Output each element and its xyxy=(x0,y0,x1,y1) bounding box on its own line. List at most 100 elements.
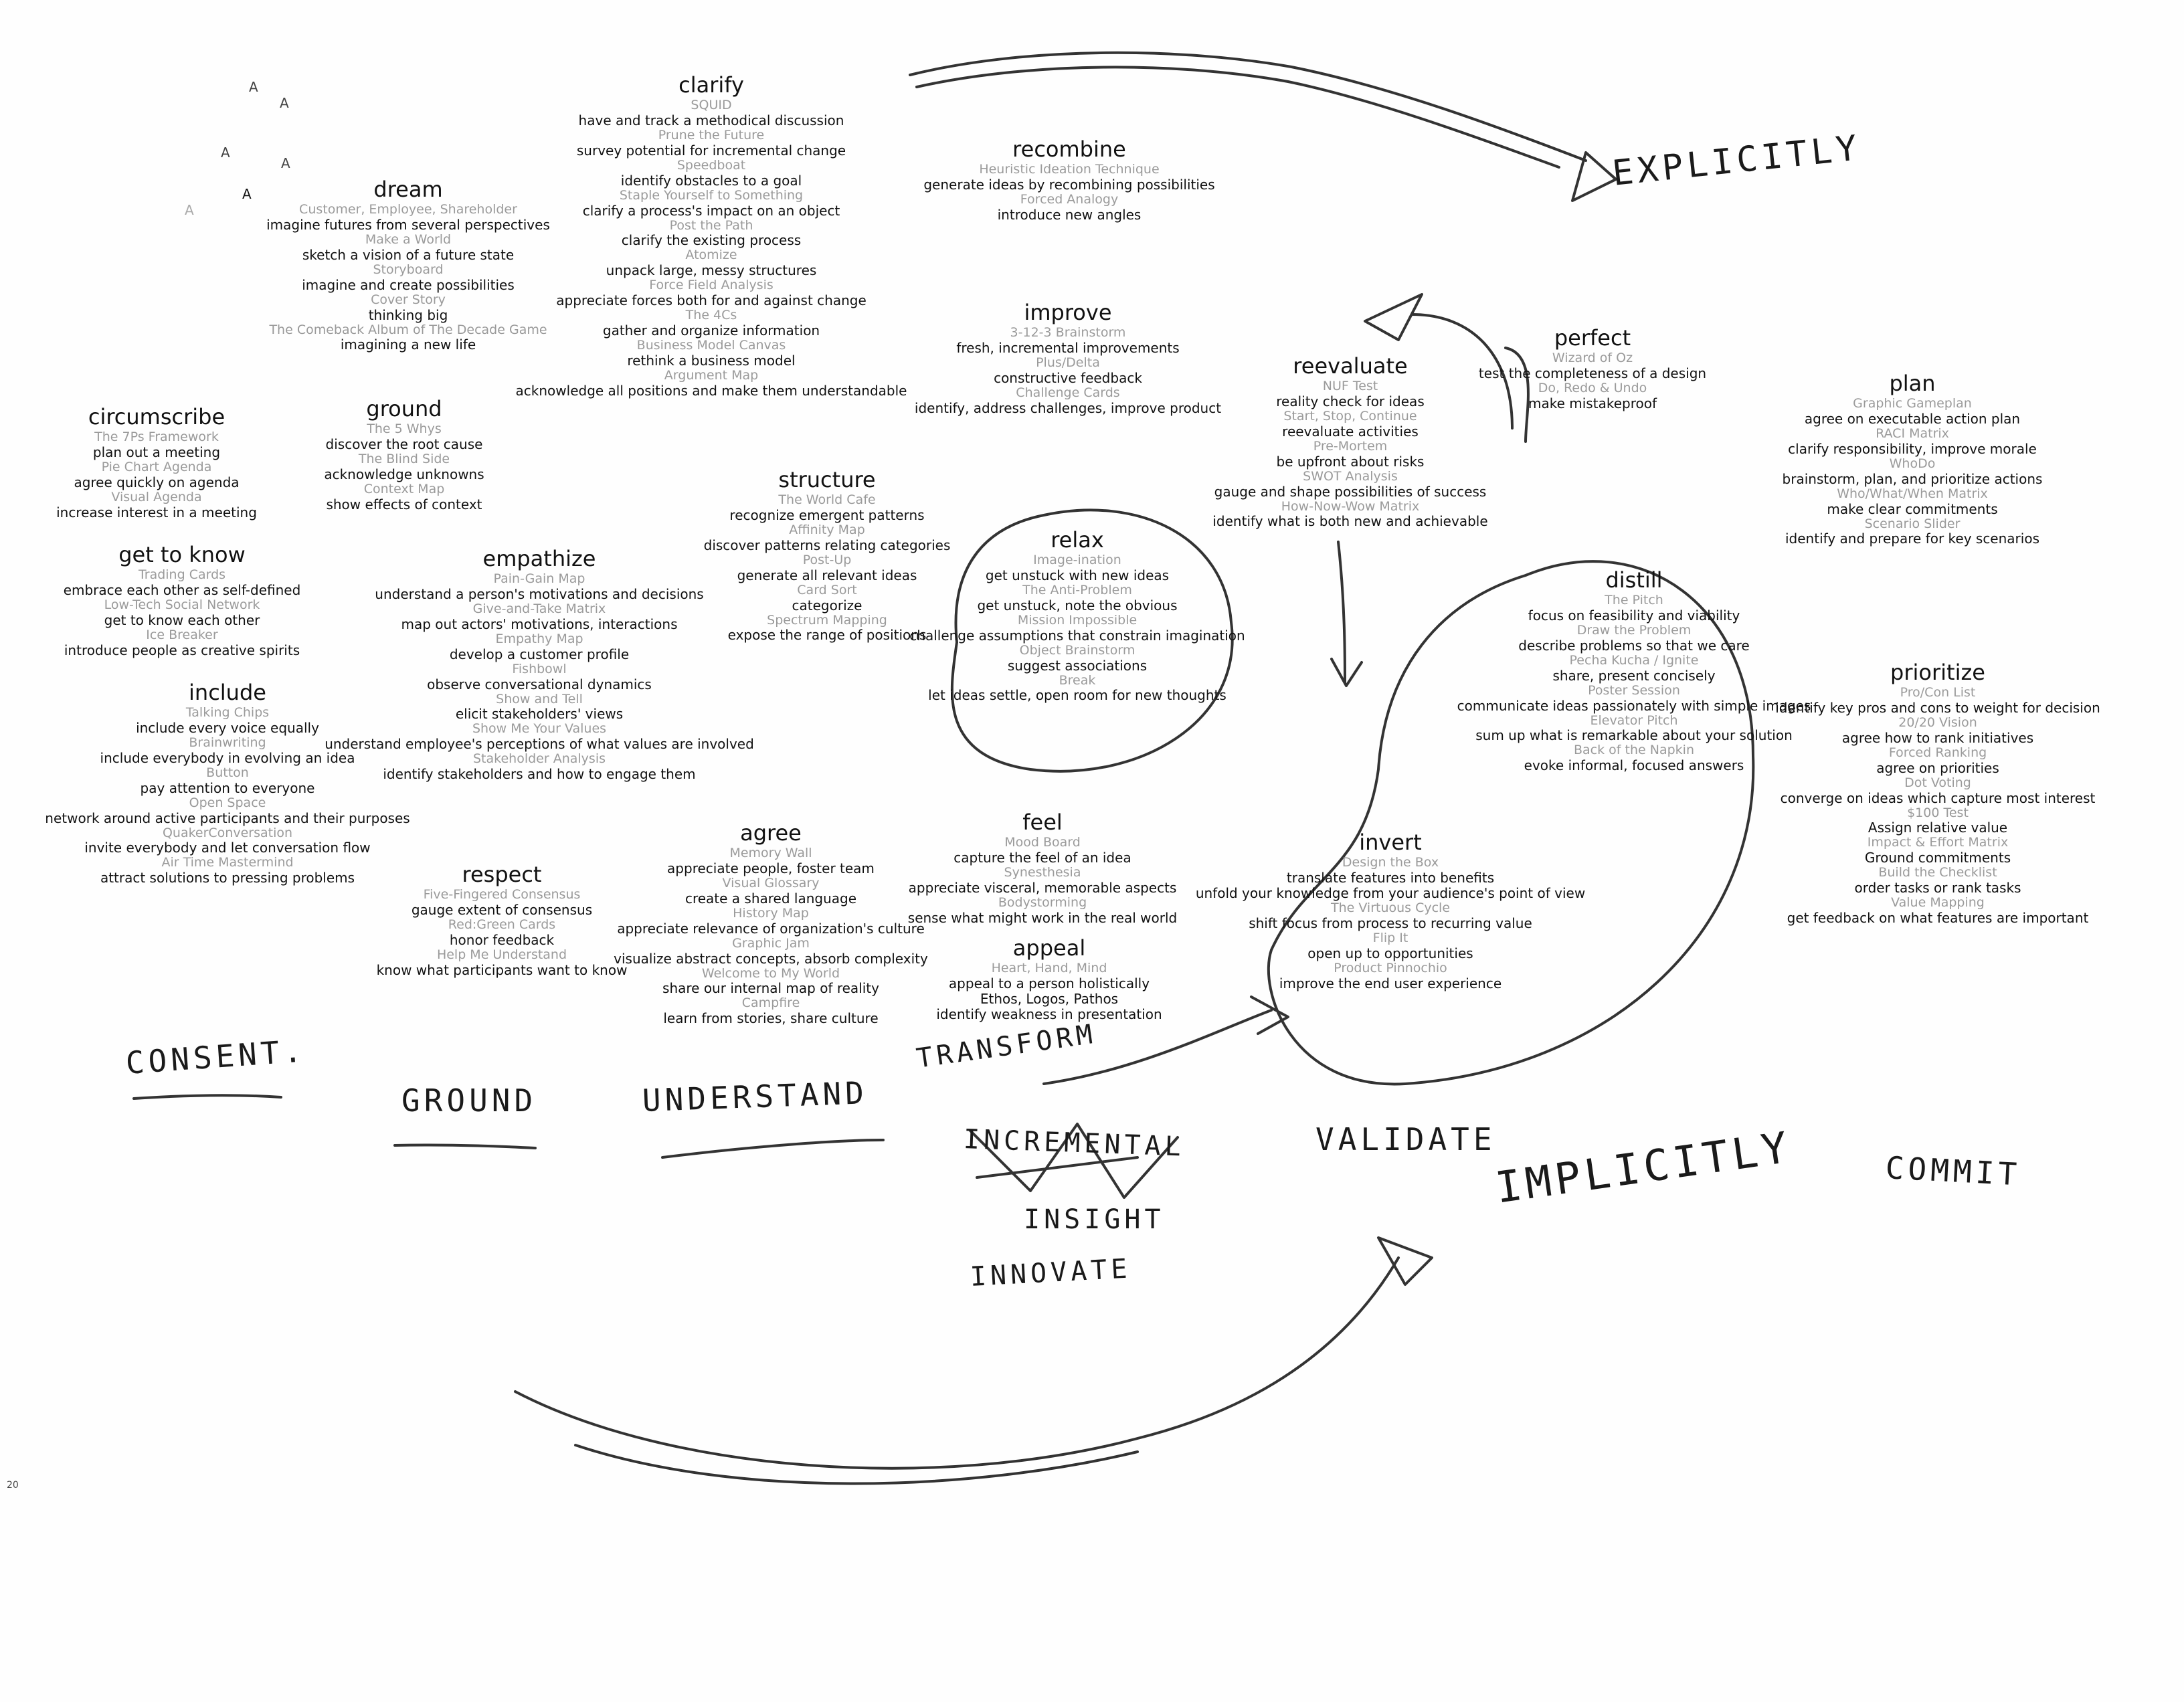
technique-purpose: identify and prepare for key scenarios xyxy=(1785,531,2039,547)
handwriting-understand: UNDERSTAND xyxy=(642,1074,869,1119)
technique-name: NUF Test xyxy=(1322,379,1378,394)
technique-purpose: appreciate visceral, memorable aspects xyxy=(908,879,1177,896)
technique-name: WhoDo xyxy=(1889,456,1936,471)
technique-name: The 5 Whys xyxy=(367,421,442,437)
technique-purpose: plan out a meeting xyxy=(92,444,221,461)
group-title: agree xyxy=(740,820,802,846)
technique-purpose: share, present concisely xyxy=(1552,667,1716,684)
technique-name: Back of the Napkin xyxy=(1574,743,1694,758)
group-title: respect xyxy=(462,862,542,887)
technique-name: Force Field Analysis xyxy=(649,278,774,293)
technique-purpose: identify key pros and cons to weight for… xyxy=(1775,700,2100,717)
technique-name: Flip It xyxy=(1372,930,1408,945)
technique-purpose: identify obstacles to a goal xyxy=(620,172,802,189)
group-title: relax xyxy=(1051,527,1104,553)
bottom-arc-arrow xyxy=(514,1256,1400,1470)
corner-note: 20 xyxy=(7,1480,19,1491)
technique-purpose: unpack large, messy structures xyxy=(606,262,817,279)
technique-purpose: evoke informal, focused answers xyxy=(1524,757,1744,774)
technique-name: Pecha Kucha / Ignite xyxy=(1569,652,1699,668)
handwriting-innovate: INNOVATE xyxy=(969,1253,1132,1293)
technique-name: Stakeholder Analysis xyxy=(473,751,606,767)
technique-name: Business Model Canvas xyxy=(636,337,786,353)
technique-name: Who/What/When Matrix xyxy=(1837,486,1988,501)
technique-purpose: elicit stakeholders' views xyxy=(455,706,624,723)
technique-name: Red:Green Cards xyxy=(448,917,556,933)
group-title: improve xyxy=(1024,300,1112,325)
technique-name: Mood Board xyxy=(1004,835,1081,850)
technique-purpose: imagine and create possibilities xyxy=(302,276,515,293)
technique-name: Value Mapping xyxy=(1891,895,1985,911)
group-title: invert xyxy=(1359,830,1422,855)
technique-purpose: introduce new angles xyxy=(997,206,1142,223)
technique-name: The Pitch xyxy=(1605,593,1663,608)
technique-purpose: observe conversational dynamics xyxy=(427,676,652,692)
technique-name: History Map xyxy=(733,905,809,921)
technique-purpose: identify weakness in presentation xyxy=(936,1006,1162,1023)
technique-name: Scenario Slider xyxy=(1864,516,1961,531)
technique-purpose: discover patterns relating categories xyxy=(703,537,951,553)
technique-purpose: converge on ideas which capture most int… xyxy=(1780,789,2096,806)
technique-purpose: visualize abstract concepts, absorb comp… xyxy=(614,950,928,967)
technique-purpose: network around active participants and t… xyxy=(45,810,410,826)
technique-name: Product Pinnochio xyxy=(1334,960,1447,975)
handwriting-insight: INSIGHT xyxy=(1024,1204,1165,1235)
technique-name: Plus/Delta xyxy=(1036,355,1100,371)
technique-purpose: thinking big xyxy=(368,306,448,323)
handwriting-consent: CONSENT. xyxy=(124,1032,307,1081)
technique-name: Challenge Cards xyxy=(1016,385,1120,400)
technique-name: Object Brainstorm xyxy=(1019,642,1135,658)
technique-purpose: create a shared language xyxy=(685,890,857,907)
technique-purpose: embrace each other as self-defined xyxy=(63,582,301,599)
technique-purpose: get to know each other xyxy=(104,611,260,628)
technique-name: Card Sort xyxy=(797,582,857,597)
handwriting-incremental: INCREMENTAL xyxy=(963,1124,1186,1163)
technique-name: The Virtuous Cycle xyxy=(1330,901,1451,916)
technique-name: Draw the Problem xyxy=(1576,623,1692,638)
technique-name: Show and Tell xyxy=(496,691,583,706)
technique-name: QuakerConversation xyxy=(162,825,293,840)
technique-name: Pre-Mortem xyxy=(1313,438,1388,454)
technique-purpose: sum up what is remarkable about your sol… xyxy=(1475,727,1793,744)
technique-name: Visual Glossary xyxy=(722,876,820,891)
